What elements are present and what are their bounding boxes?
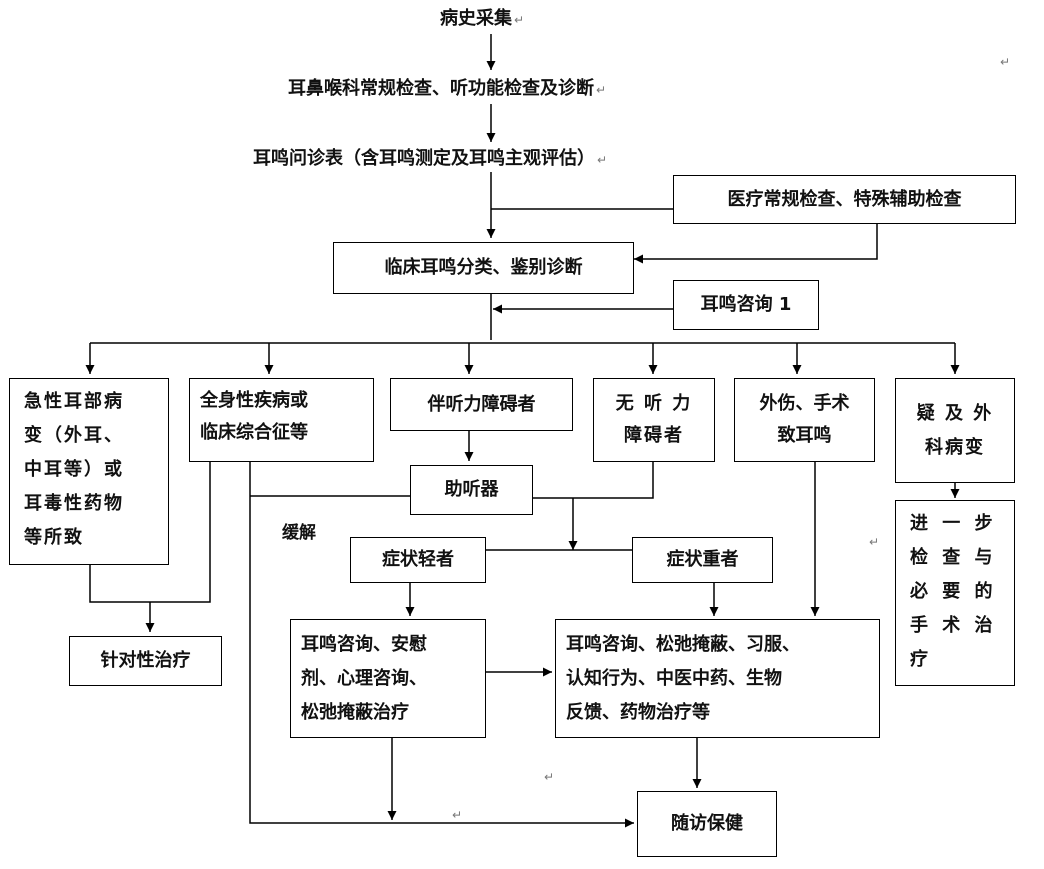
stray-mark-4: ↵ (452, 808, 463, 822)
box-no-hearing-loss: 无 听 力 障碍者 (593, 378, 715, 462)
arrow-aux-to-classify (634, 224, 878, 264)
step-questionnaire: 耳鸣问诊表（含耳鸣测定及耳鸣主观评估）↵ (253, 148, 608, 169)
step-exam: 耳鼻喉科常规检查、听功能检查及诊断↵ (288, 78, 607, 99)
line-systemic-to-targeted (150, 462, 211, 603)
box-severe-symptoms: 症状重者 (632, 537, 773, 583)
box-consult-1: 耳鸣咨询 1 (673, 280, 819, 330)
box-systemic-disease: 全身性疾病或 临床综合征等 (189, 378, 374, 462)
line-nohearing-join (533, 462, 654, 499)
arrow-systemic-to-followup (249, 462, 634, 828)
box-hearing-loss: 伴听力障碍者 (390, 378, 573, 431)
stray-mark-2: ↵ (869, 535, 880, 549)
box-acute-disease: 急性耳部病 变（外耳、 中耳等）或 耳毒性药物 等所致 (9, 378, 169, 565)
box-mild-therapy: 耳鸣咨询、安慰 剂、心理咨询、 松弛掩蔽治疗 (290, 619, 486, 738)
box-hearing-aid: 助听器 (410, 465, 533, 515)
line-acute-down (89, 565, 150, 603)
stray-mark-3: ↵ (544, 770, 555, 784)
step-history: 病史采集↵ (440, 8, 525, 29)
box-suspected-surgical: 疑 及 外 科病变 (895, 378, 1015, 483)
note-relief: 缓解 (282, 523, 316, 543)
box-followup: 随访保健 (637, 791, 777, 857)
box-trauma: 外伤、手术 致耳鸣 (734, 378, 875, 462)
stray-mark-1: ↵ (1000, 55, 1011, 69)
box-severe-therapy: 耳鸣咨询、松弛掩蔽、习服、 认知行为、中医中药、生物 反馈、药物治疗等 (555, 619, 880, 738)
box-mild-symptoms: 症状轻者 (350, 537, 486, 583)
box-aux-exam: 医疗常规检查、特殊辅助检查 (673, 175, 1016, 224)
box-classify: 临床耳鸣分类、鉴别诊断 (333, 242, 634, 294)
box-targeted-therapy: 针对性治疗 (69, 636, 222, 686)
box-further-exam: 进 一 步 检 查 与 必 要 的 手 术 治 疗 (895, 500, 1015, 686)
